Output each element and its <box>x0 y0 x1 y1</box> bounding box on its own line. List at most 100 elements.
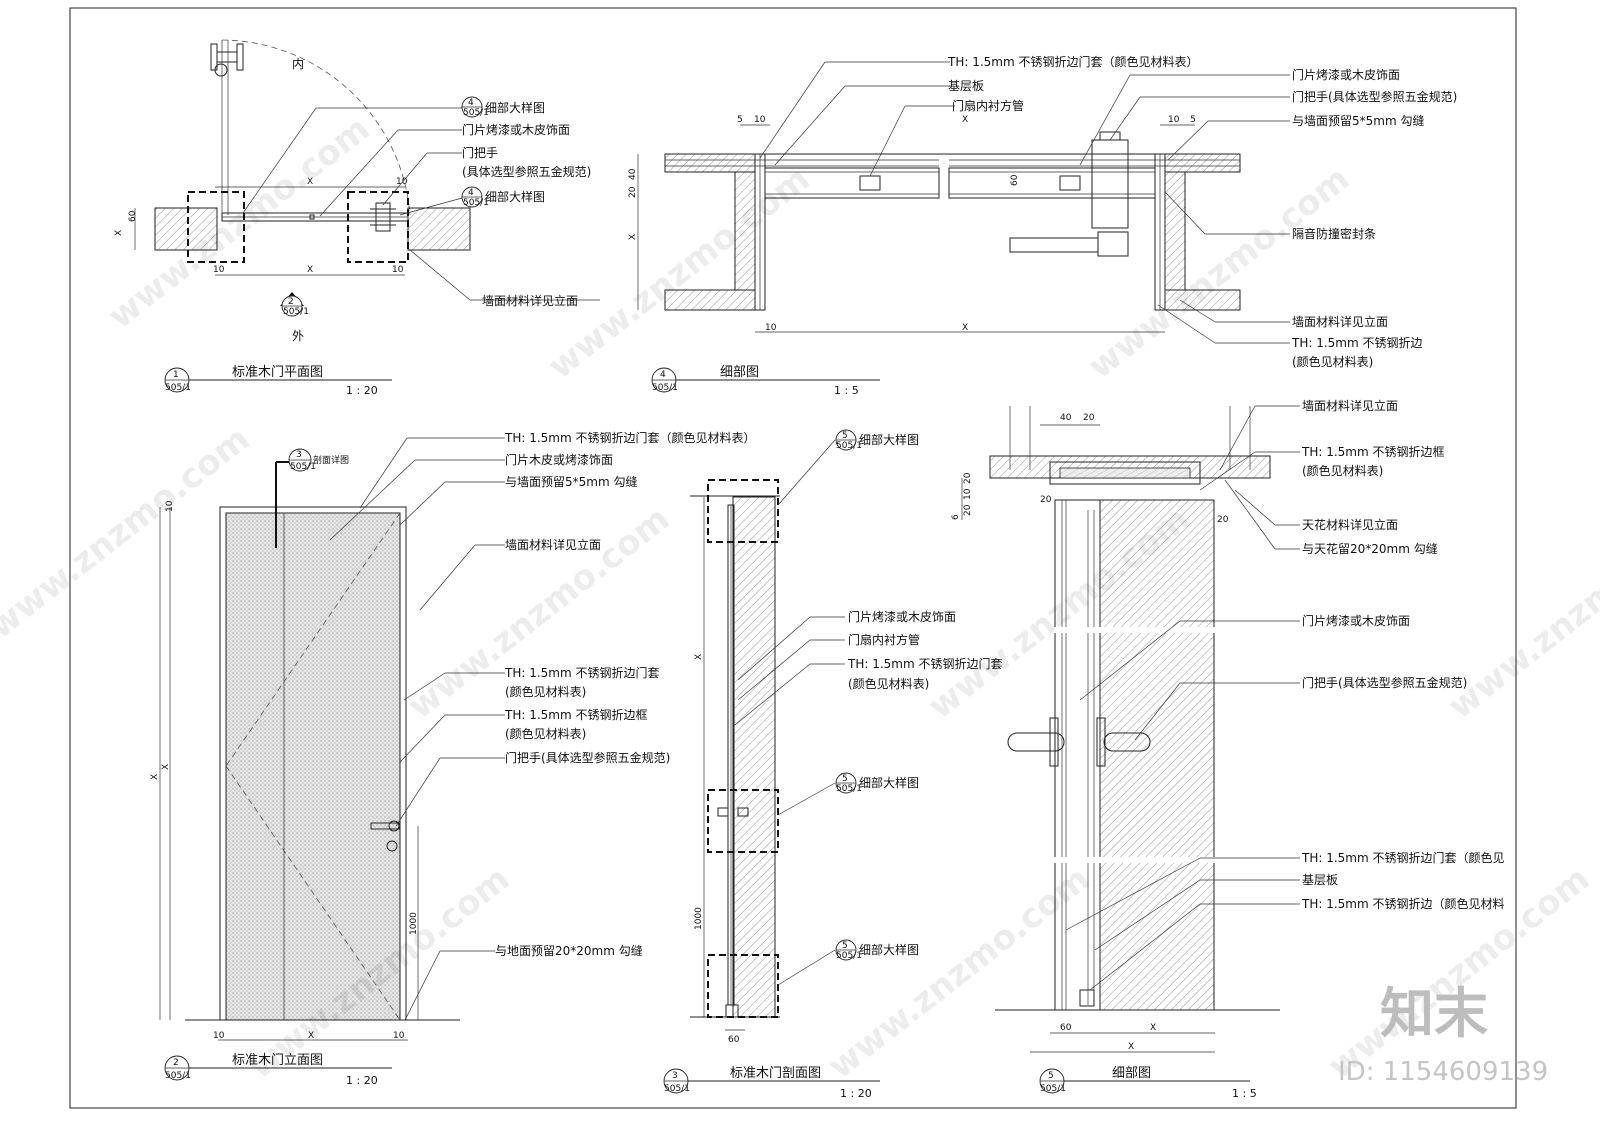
detail5-dim-20: 20 <box>1083 413 1095 423</box>
detail4-note-wall: 墙面材料详见立面 <box>1292 314 1388 329</box>
detail5-note-border-color: (颜色见材料表) <box>1302 463 1383 478</box>
plan-detail-box-right <box>347 191 409 263</box>
detail4-dim-40: 40 <box>628 168 638 180</box>
detail4-note-seal: 隔音防撞密封条 <box>1292 226 1376 241</box>
detail4-scale: 1 : 5 <box>834 384 859 397</box>
detail5-scale: 1 : 5 <box>1232 1087 1257 1100</box>
detail4-note-substrate: 基层板 <box>948 79 984 93</box>
detail5-note-ceiling-gap: 与天花留20*20mm 勾缝 <box>1302 541 1438 556</box>
detail5-note-steel: TH: 1.5mm 不锈钢折边（颜色见材料 <box>1301 896 1505 911</box>
plan-note-handle-spec: (具体选型参照五金规范) <box>462 164 591 179</box>
door-swing-arc <box>221 39 411 216</box>
detail4-dim-5-right: 5 <box>1190 115 1196 125</box>
section-title: 标准木门剖面图 <box>730 1066 821 1081</box>
detail5-note-frame: TH: 1.5mm 不锈钢折边门套（颜色见 <box>1301 850 1505 865</box>
section-dim-1000: 1000 <box>694 907 704 930</box>
plan-note-handle: 门把手 <box>462 145 498 160</box>
detail5-note-substrate: 基层板 <box>1302 873 1338 887</box>
plan-wall-right <box>407 207 471 251</box>
detail5-note-finish: 门片烤漆或木皮饰面 <box>1302 613 1410 628</box>
plan-title-sheet: 505/1 <box>165 383 191 393</box>
plan-dim-60: 60 <box>128 210 138 222</box>
detail4-note-tube: 门扇内衬方管 <box>952 98 1024 113</box>
elevation-note-gap: 与墙面预留5*5mm 勾缝 <box>505 474 637 489</box>
elevation-note-frame2-color: (颜色见材料表) <box>505 684 586 699</box>
plan-dim-x-side: X <box>114 230 124 236</box>
elevation-note-handle: 门把手(具体选型参照五金规范) <box>505 750 670 765</box>
elevation-dim-10-top: 10 <box>165 500 175 512</box>
detail5-dim-x: X <box>1150 1023 1156 1033</box>
elevation-dim-10-left: 10 <box>213 1031 225 1041</box>
plan-note-finish: 门片烤漆或木皮饰面 <box>462 122 570 137</box>
detail4-title: 细部图 <box>720 365 759 380</box>
detail4-note-frame: TH: 1.5mm 不锈钢折边门套（颜色见材料表） <box>947 54 1199 69</box>
plan-scale: 1 : 20 <box>346 384 378 397</box>
elevation-note-floor-gap: 与地面预留20*20mm 勾缝 <box>495 943 643 958</box>
section-ref-top-num: 5 <box>842 431 848 441</box>
section-detail-box-top <box>707 479 779 543</box>
detail5-title-sheet: 505/1 <box>1040 1084 1066 1094</box>
section-scale: 1 : 20 <box>840 1087 872 1100</box>
plan-detail-box-left <box>187 191 245 263</box>
section-note-finish: 门片烤漆或木皮饰面 <box>848 609 956 624</box>
section-ref-top-sheet: 505/1 <box>836 441 862 451</box>
section-ref-bot-num: 5 <box>842 941 848 951</box>
sheet-border <box>69 7 1517 1109</box>
detail4-door-leaf-right <box>948 167 1156 199</box>
detail5-dim-20b-side: 20 <box>963 504 973 516</box>
detail5-note-ceiling: 天花材料详见立面 <box>1302 517 1398 532</box>
section-title-sheet: 505/1 <box>664 1084 690 1094</box>
detail5-view: 40 20 20 10 20 6 20 20 60 X X 墙面材料详见立面 T… <box>951 398 1505 1100</box>
detail4-dim-5-left: 5 <box>737 115 743 125</box>
section-title-num: 3 <box>672 1071 678 1081</box>
detail5-dim-6: 6 <box>951 514 961 520</box>
section-note-tube: 门扇内衬方管 <box>848 632 920 647</box>
detail4-note-finish: 门片烤漆或木皮饰面 <box>1292 67 1400 82</box>
plan-outside-ref-num: 2 <box>288 297 294 307</box>
section-wall <box>732 496 776 1018</box>
elevation-note-border-color: (颜色见材料表) <box>505 726 586 741</box>
plan-note-wall: 墙面材料详见立面 <box>482 293 578 308</box>
elevation-view: X X 10 X 10 10 1000 3 505/1 剖面详图 TH: 1.5… <box>150 430 756 1087</box>
detail4-dim-x-top: X <box>962 115 968 125</box>
detail4-dim-x-side: X <box>628 234 638 240</box>
brand-id: ID: 1154609139 <box>1338 1057 1548 1087</box>
elevation-note-frame2: TH: 1.5mm 不锈钢折边门套 <box>504 665 660 680</box>
plan-note-detail-a: 细部大样图 <box>485 100 545 115</box>
detail4-door-leaf-left <box>764 167 940 199</box>
plan-ref-a-sheet: 505/1 <box>463 108 489 118</box>
section-ref-bot-label: 细部大样图 <box>859 942 919 957</box>
detail4-handle <box>1091 139 1129 229</box>
detail5-handle <box>1007 732 1065 752</box>
detail5-dim-60: 60 <box>1060 1023 1072 1033</box>
plan-dim-10-right: 10 <box>392 265 404 275</box>
plan-wall-left <box>154 207 218 251</box>
detail5-title-num: 5 <box>1048 1071 1054 1081</box>
elevation-title: 标准木门立面图 <box>232 1053 323 1068</box>
elevation-note-frame: TH: 1.5mm 不锈钢折边门套（颜色见材料表） <box>504 430 756 445</box>
watermark-2: www.znzmo.com <box>541 159 817 387</box>
plan-ref-a-num: 4 <box>468 98 474 108</box>
section-dim-60: 60 <box>728 1035 740 1045</box>
plan-ref-b-sheet: 505/1 <box>463 198 489 208</box>
elevation-note-finish: 门片木皮或烤漆饰面 <box>505 452 613 467</box>
elevation-dim-x-outer: X <box>150 774 160 780</box>
elevation-title-sheet: 505/1 <box>165 1071 191 1081</box>
section-ref-mid-label: 细部大样图 <box>859 775 919 790</box>
elevation-door-leaf <box>225 512 401 1021</box>
elevation-ref-sheet: 505/1 <box>290 462 316 472</box>
elevation-dim-x-bottom: X <box>308 1031 314 1041</box>
elevation-dim-10-right: 10 <box>393 1031 405 1041</box>
plan-dim-10-left: 10 <box>213 265 225 275</box>
detail5-title: 细部图 <box>1112 1066 1151 1081</box>
detail4-note-steel: TH: 1.5mm 不锈钢折边 <box>1291 335 1423 350</box>
detail5-dim-20-side: 20 <box>963 472 973 484</box>
plan-inside-label: 内 <box>292 57 304 71</box>
elevation-scale: 1 : 20 <box>346 1074 378 1087</box>
detail4-note-steel-color: (颜色见材料表) <box>1292 354 1373 369</box>
detail4-dim-10-bottom: 10 <box>765 323 777 333</box>
watermark-3: www.znzmo.com <box>1081 159 1357 387</box>
section-ref-mid-num: 5 <box>842 774 848 784</box>
elevation-title-num: 2 <box>173 1058 179 1068</box>
section-dim-x: X <box>694 654 704 660</box>
